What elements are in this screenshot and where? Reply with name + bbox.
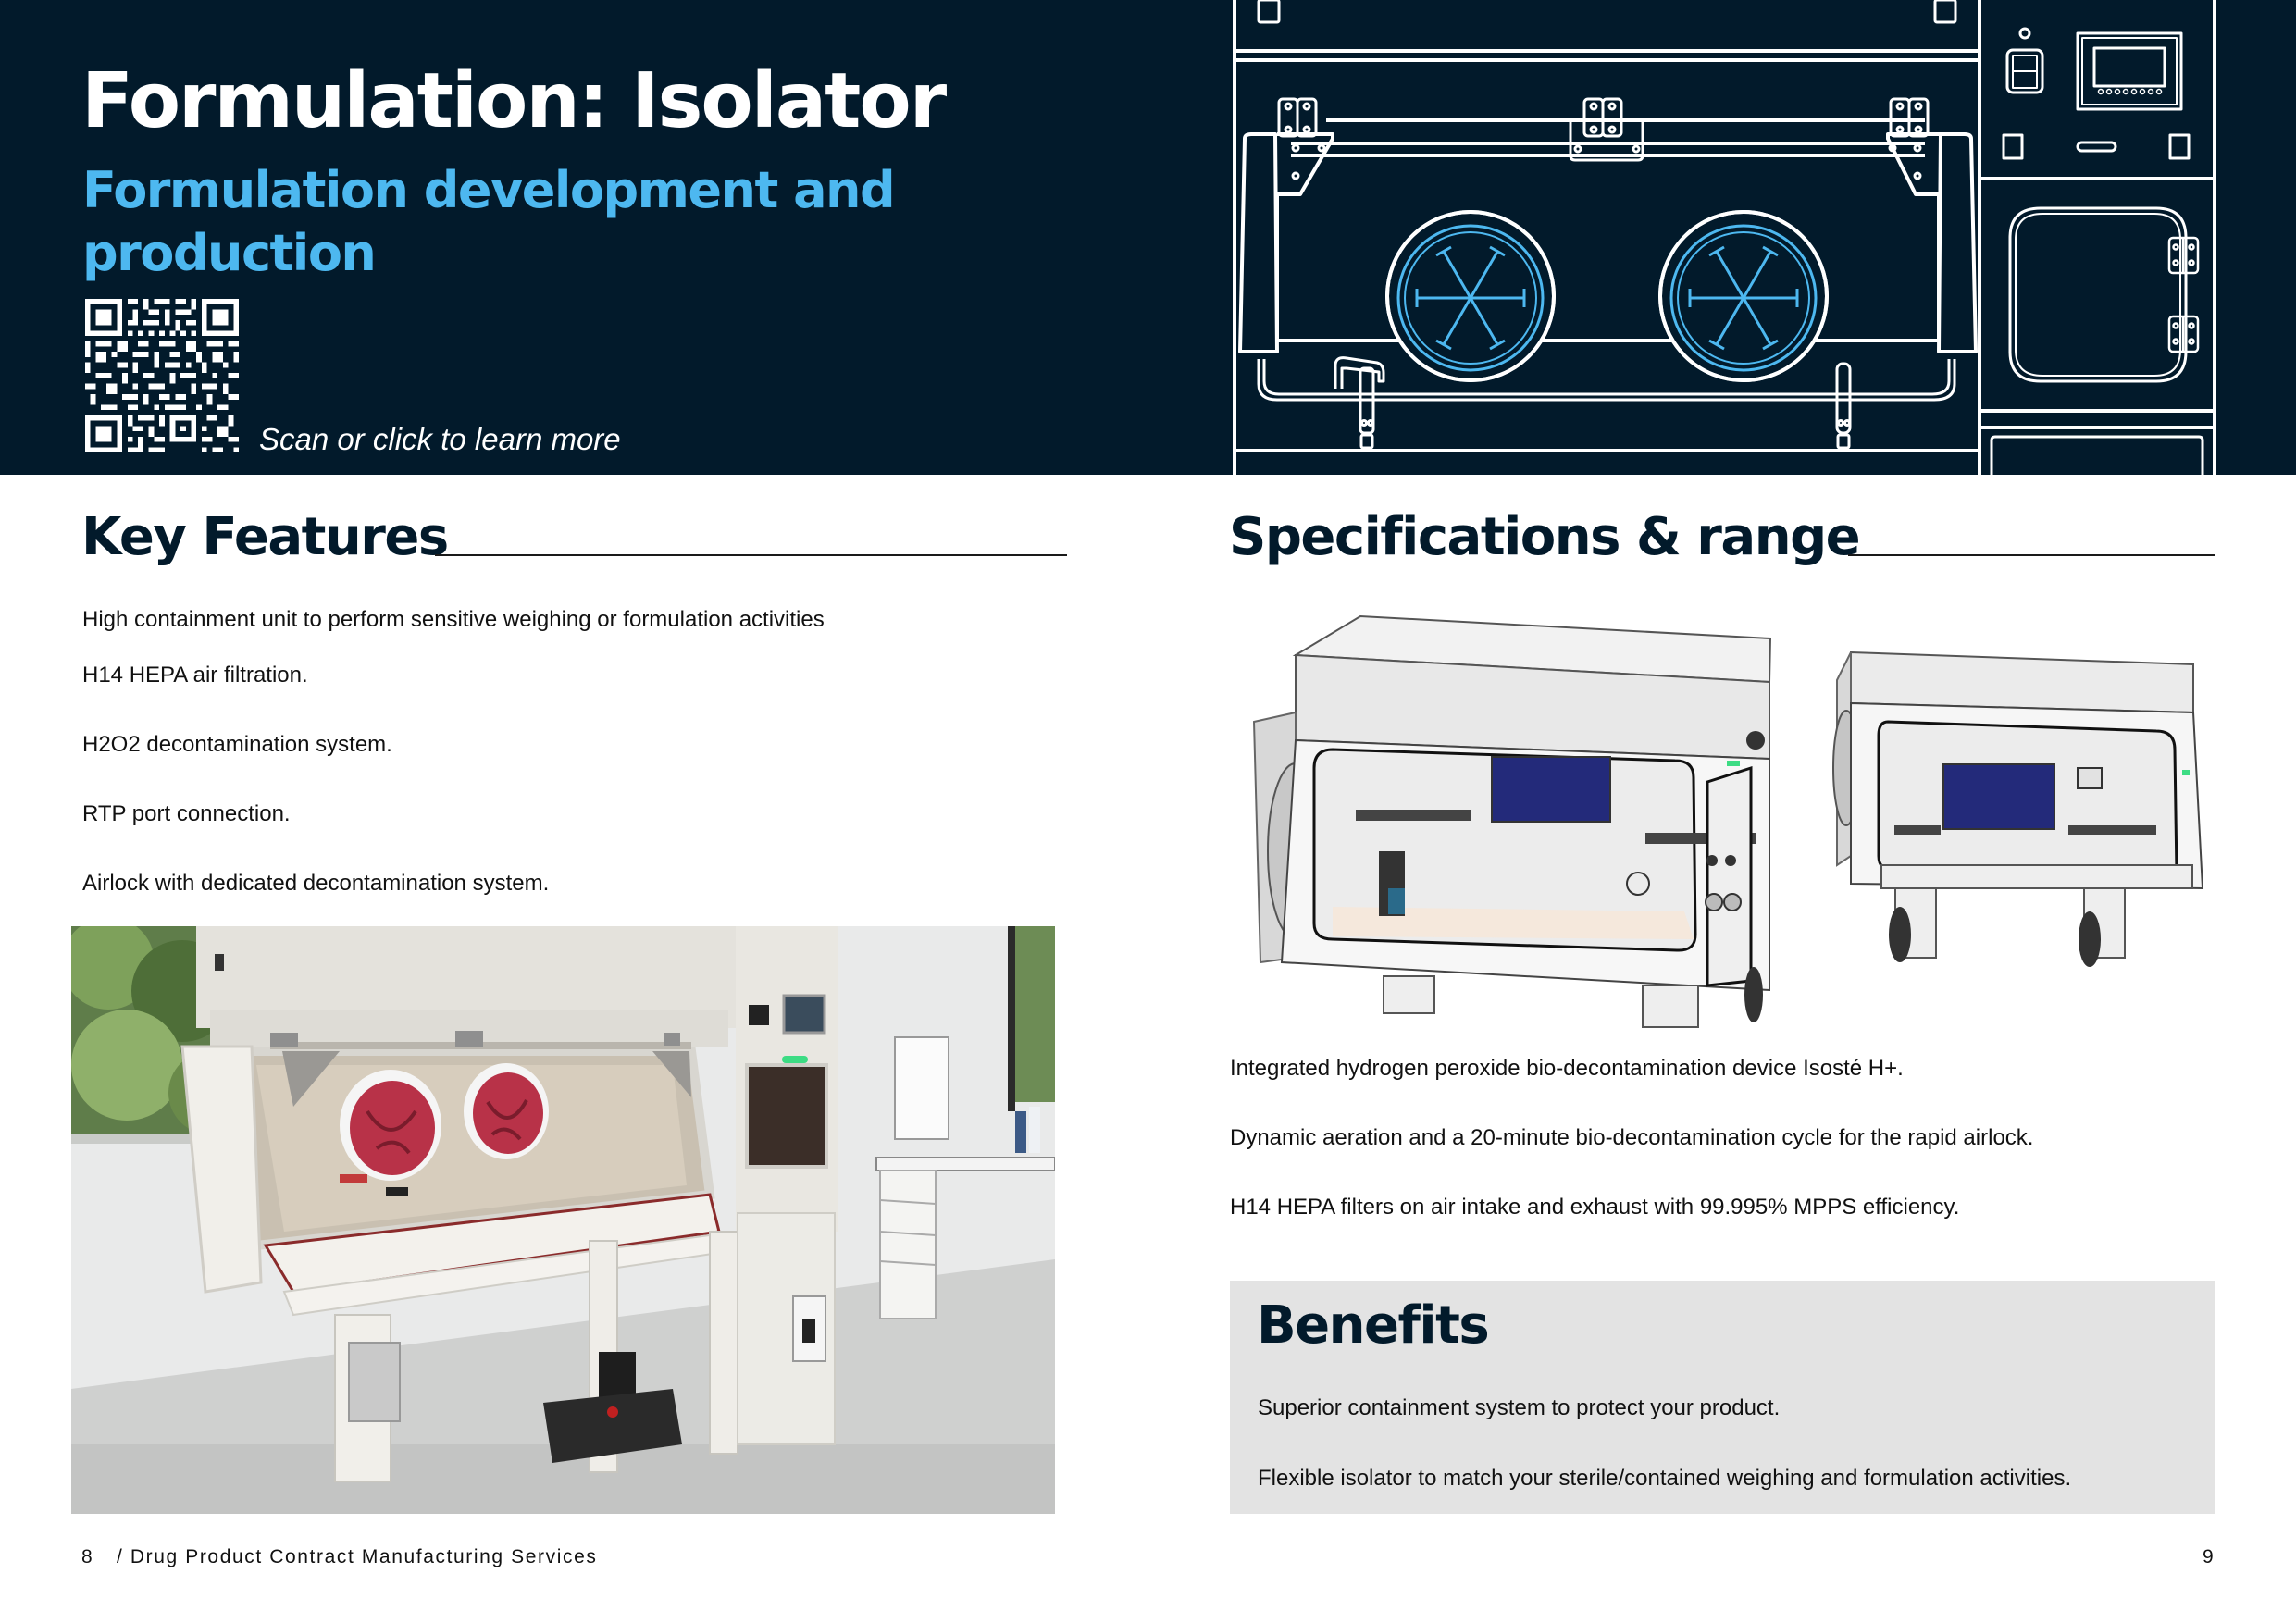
benefit-item: Superior containment system to protect y… <box>1258 1395 1781 1420</box>
feature-item: H2O2 decontamination system. <box>82 732 392 757</box>
publication-title: / Drug Product Contract Manufacturing Se… <box>117 1546 598 1567</box>
page-number-right: 9 <box>2203 1546 2215 1567</box>
spec-item: Integrated hydrogen peroxide bio-deconta… <box>1230 1056 1904 1081</box>
feature-item: H14 HEPA air filtration. <box>82 663 308 688</box>
feature-item: Airlock with dedicated decontamination s… <box>82 871 550 896</box>
spec-item: Dynamic aeration and a 20-minute bio-dec… <box>1230 1125 2034 1150</box>
page-title: Formulation: Isolator <box>81 57 947 145</box>
key-features-rule <box>435 554 1067 556</box>
feature-item: RTP port connection. <box>82 801 291 826</box>
spec-item: H14 HEPA filters on air intake and exhau… <box>1230 1195 1960 1220</box>
benefits-panel <box>1230 1281 2215 1514</box>
key-features-heading: Key Features <box>81 507 449 567</box>
scan-link[interactable]: Scan or click to learn more <box>259 422 621 456</box>
benefits-heading: Benefits <box>1257 1295 1490 1356</box>
page-subtitle: Formulation development and production <box>82 161 896 282</box>
benefit-item: Flexible isolator to match your sterile/… <box>1258 1466 2072 1491</box>
isolator-render-large <box>1252 614 1772 1028</box>
specifications-heading: Specifications & range <box>1229 507 1861 567</box>
qr-code-icon[interactable] <box>85 299 239 452</box>
specifications-rule <box>1848 554 2215 556</box>
isolator-render-small <box>1832 650 2204 967</box>
isolator-lineart-illustration <box>1233 0 2216 475</box>
isolator-photo <box>71 926 1055 1514</box>
key-features-intro: High containment unit to perform sensiti… <box>82 607 825 632</box>
page-number-left: 8 <box>81 1546 94 1567</box>
isolator-renders <box>1252 614 2204 1028</box>
